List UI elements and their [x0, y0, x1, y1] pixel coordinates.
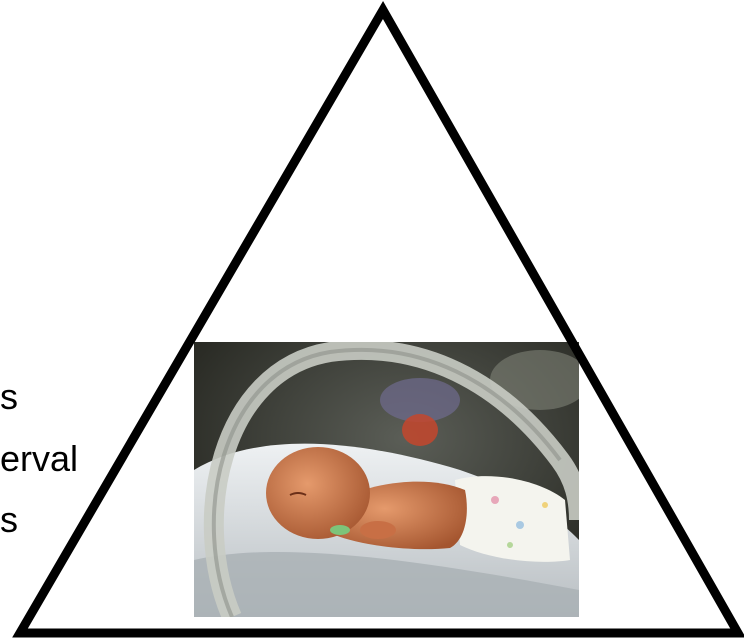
infant-photo [194, 342, 590, 617]
